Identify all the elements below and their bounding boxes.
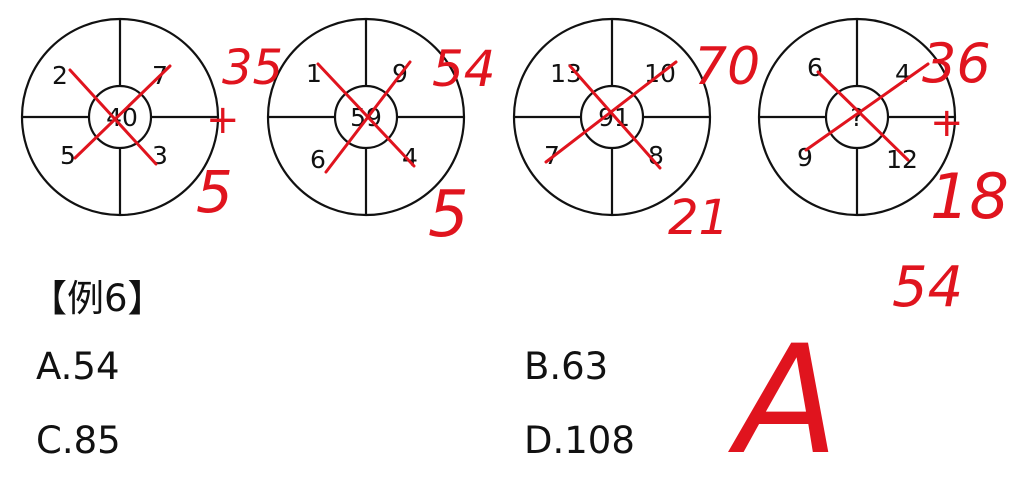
option-b: B.63 bbox=[524, 345, 609, 388]
cell-bottom-left: 5 bbox=[60, 141, 76, 170]
cell-bottom-left: 6 bbox=[310, 145, 326, 174]
annotation-answer: A bbox=[728, 314, 839, 482]
cell-top-right: 4 bbox=[895, 59, 911, 88]
annotation-p4-sum: 54 bbox=[892, 255, 963, 320]
cell-top-left: 2 bbox=[52, 61, 68, 90]
handwritten-annotations: 35 + 5 54 5 70 21 36 + 18 54 A bbox=[196, 32, 1009, 482]
red-cross-stroke bbox=[68, 68, 158, 166]
red-cross-stroke bbox=[316, 62, 416, 168]
cell-bottom-right: 8 bbox=[648, 141, 664, 170]
annotation-p2-bottom: 5 bbox=[428, 178, 469, 252]
cell-top-left: 1 bbox=[306, 59, 322, 88]
puzzle-wheel-4: 6 4 9 12 ? bbox=[757, 17, 957, 217]
puzzle-wheel-2: 1 9 6 4 59 bbox=[266, 17, 466, 217]
cell-top-left: 6 bbox=[807, 53, 823, 82]
annotation-p2-top: 54 bbox=[432, 40, 496, 98]
annotation-p1-top: 35 bbox=[222, 40, 283, 96]
red-cross-stroke bbox=[73, 64, 172, 160]
annotation-p3-top: 70 bbox=[694, 37, 760, 97]
annotation-p1-mid: + bbox=[206, 97, 240, 143]
red-cross-stroke bbox=[804, 62, 930, 152]
annotation-p4-mid: + bbox=[930, 100, 964, 146]
option-a: A.54 bbox=[36, 345, 120, 388]
puzzle-wheel-3: 13 10 7 8 91 bbox=[512, 17, 712, 217]
option-d: D.108 bbox=[524, 419, 635, 462]
annotation-p4-low: 18 bbox=[930, 160, 1009, 233]
red-cross-stroke bbox=[544, 60, 678, 164]
red-cross-stroke bbox=[816, 70, 910, 162]
cell-bottom-right: 12 bbox=[886, 145, 918, 174]
red-cross-stroke bbox=[324, 60, 412, 174]
example-label: 【例6】 bbox=[30, 277, 165, 320]
option-c: C.85 bbox=[36, 419, 121, 462]
annotation-p4-top: 36 bbox=[922, 32, 991, 95]
red-cross-stroke bbox=[568, 64, 662, 170]
annotation-p1-bottom: 5 bbox=[196, 158, 233, 226]
cell-bottom-right: 3 bbox=[152, 141, 168, 170]
annotation-p3-bottom: 21 bbox=[668, 190, 729, 246]
cell-bottom-left: 9 bbox=[797, 143, 813, 172]
puzzle-wheel-1: 2 7 5 3 40 bbox=[20, 17, 220, 217]
